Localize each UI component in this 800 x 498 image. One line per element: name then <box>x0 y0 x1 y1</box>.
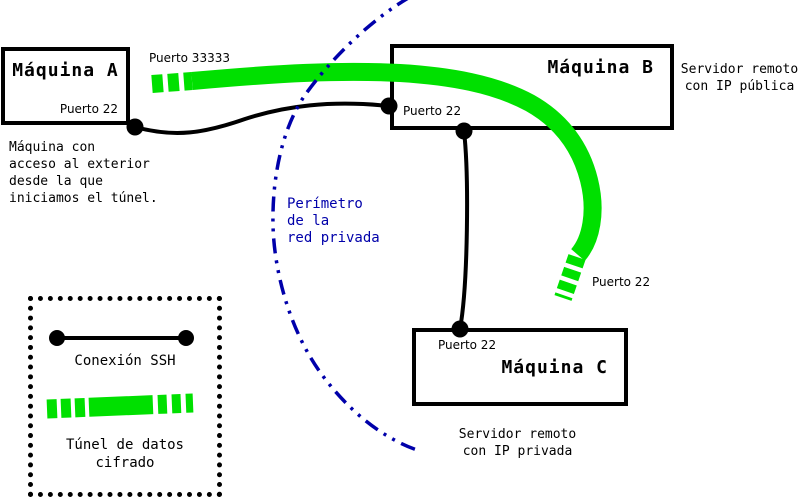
machine-c-title: Máquina C <box>501 357 608 378</box>
ssh-connection-b-c-line <box>458 130 470 330</box>
machine-b-title: Máquina B <box>547 57 654 78</box>
machine-a-port-label: Puerto 22 <box>59 102 118 116</box>
ssh-connection-a-b-line <box>134 101 390 135</box>
legend-ssh-label: Conexión SSH <box>74 353 176 369</box>
tunnel-start-port-label: Puerto 33333 <box>149 51 230 65</box>
machine-c-port-label: Puerto 22 <box>438 338 497 352</box>
machine-c-box: Puerto 22 Máquina C <box>412 328 628 406</box>
tunnel-start-dashes <box>151 72 193 93</box>
machine-a-box: Máquina A Puerto 22 <box>1 47 130 125</box>
legend-tunnel-label: Túnel de datos cifrado <box>65 437 184 471</box>
tunnel-end-dashes <box>554 254 586 301</box>
tunnel-end-port-label: Puerto 22 <box>592 275 651 289</box>
machine-c-caption: Servidor remoto con IP privada <box>458 427 577 459</box>
perimeter-label: Perímetro de la red privada <box>287 196 380 246</box>
machine-b-caption: Servidor remoto con IP pública <box>680 62 799 94</box>
machine-a-caption: Máquina con acceso al exterior desde la … <box>9 140 158 206</box>
machine-b-port-label: Puerto 22 <box>403 104 462 118</box>
machine-b-box: Máquina B Puerto 22 <box>390 44 674 130</box>
legend-box: Conexión SSH Túnel de datos cifrado <box>28 296 222 497</box>
machine-a-title: Máquina A <box>12 60 119 81</box>
